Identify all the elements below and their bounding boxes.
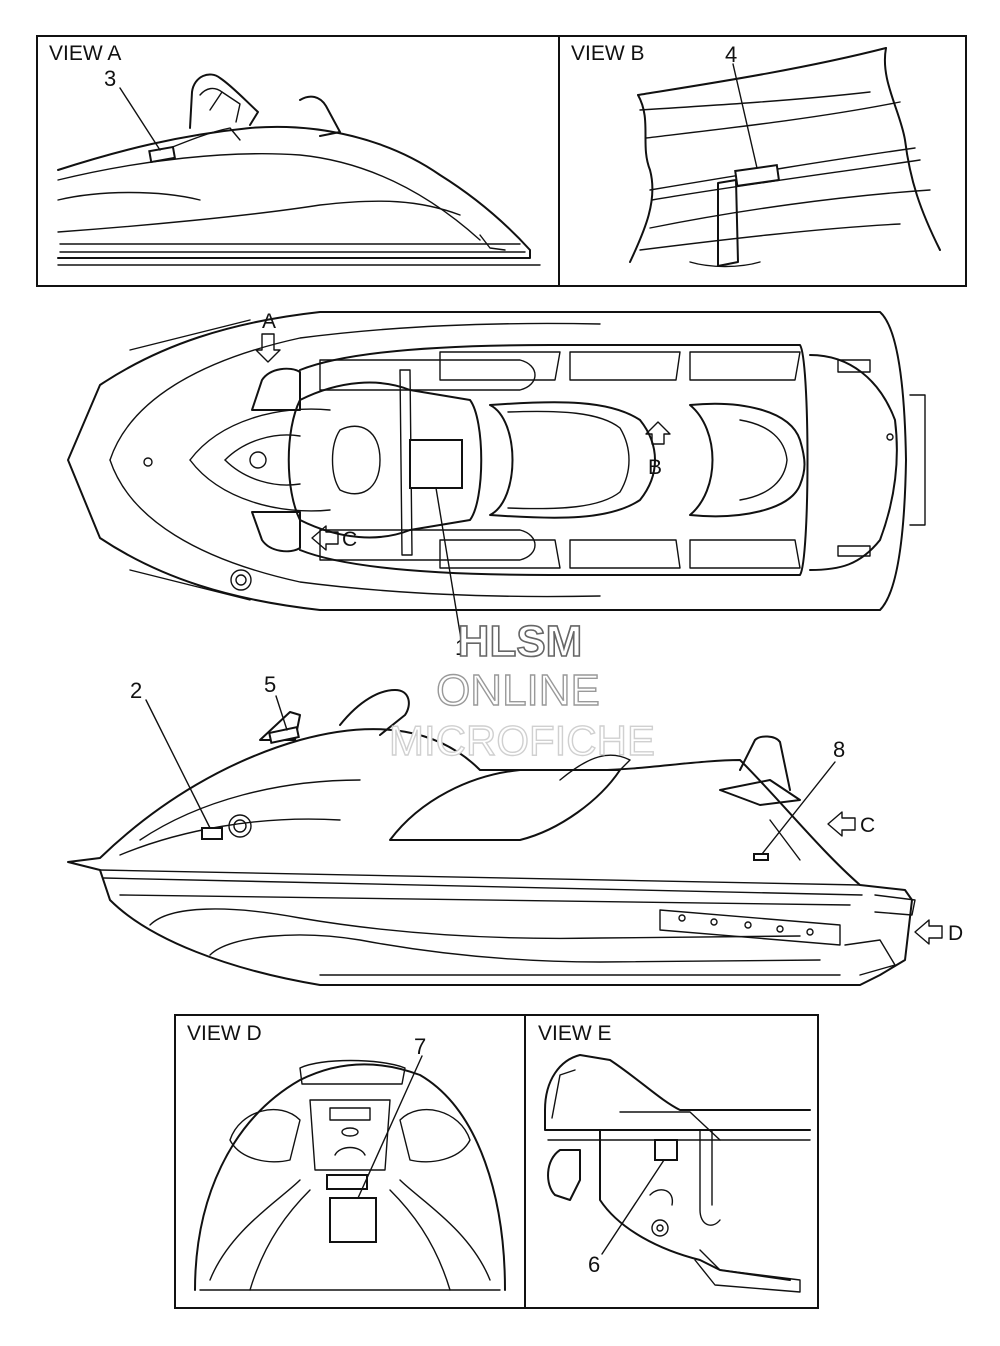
leader-2 — [145, 699, 211, 829]
view-b-panel: VIEW B 4 — [558, 35, 967, 287]
arrow-a-icon — [255, 333, 281, 363]
callout-3: 3 — [104, 66, 116, 91]
side-view-drawing — [67, 689, 916, 986]
arrow-c-top-label: C — [342, 528, 357, 551]
view-d-panel: VIEW D 7 — [174, 1014, 526, 1309]
arrow-c-side-label: C — [860, 814, 875, 837]
arrow-c-side-indicator: C — [827, 811, 875, 837]
leader-3 — [119, 87, 161, 151]
decal-4-marker — [734, 164, 781, 187]
decal-8-marker — [753, 853, 769, 861]
arrow-b-label: B — [648, 456, 662, 479]
arrow-d-label: D — [948, 922, 963, 945]
leader-7 — [357, 1055, 423, 1199]
decal-7-marker — [329, 1197, 377, 1243]
view-e-panel: VIEW E 6 — [524, 1014, 819, 1309]
decal-6-marker — [654, 1139, 678, 1161]
view-b-title: VIEW B — [571, 42, 645, 65]
view-b-frame — [558, 35, 967, 287]
callout-8: 8 — [833, 737, 845, 762]
leader-5 — [275, 695, 288, 731]
view-d-frame — [174, 1014, 526, 1309]
arrow-b-indicator: B — [645, 421, 671, 479]
callout-6: 6 — [588, 1252, 600, 1277]
watermark: HLSM ONLINE MICROFICHE — [388, 616, 655, 765]
arrow-a-label: A — [262, 310, 276, 333]
leader-8 — [761, 761, 836, 855]
leader-4 — [732, 63, 758, 169]
watermark-line-3: MICROFICHE — [389, 717, 655, 764]
view-a-panel: VIEW A 3 — [36, 35, 560, 287]
callout-4: 4 — [725, 42, 737, 67]
view-d-title: VIEW D — [187, 1022, 262, 1045]
decal-2-marker — [201, 827, 223, 840]
arrow-b-icon — [645, 421, 671, 445]
view-b-hull-drawing — [629, 47, 941, 268]
arrow-c-side-icon — [827, 811, 856, 837]
view-d-stern-drawing — [194, 1059, 506, 1291]
watermark-line-1: HLSM — [458, 617, 583, 666]
arrow-c-top-indicator: C — [311, 525, 357, 551]
view-e-frame — [524, 1014, 819, 1309]
decal-3-marker — [148, 145, 177, 164]
leader-1 — [435, 487, 463, 646]
callout-1: 1 — [455, 635, 467, 660]
arrow-d-icon — [914, 919, 943, 945]
callout-2: 2 — [130, 678, 142, 703]
callout-7: 7 — [414, 1034, 426, 1059]
decal-1-marker — [409, 439, 463, 489]
arrow-c-top-icon — [311, 525, 339, 551]
view-e-step-drawing — [544, 1054, 811, 1293]
view-a-title: VIEW A — [49, 42, 121, 65]
callout-5: 5 — [264, 672, 276, 697]
arrow-d-indicator: D — [914, 919, 963, 945]
decal-5-marker — [268, 726, 300, 744]
watermark-line-2: ONLINE — [436, 666, 600, 715]
decal-7-small-marker — [326, 1174, 368, 1190]
top-view-drawing — [67, 311, 926, 611]
arrow-a-indicator: A — [255, 310, 281, 363]
view-e-title: VIEW E — [538, 1022, 612, 1045]
leader-6 — [601, 1159, 665, 1255]
